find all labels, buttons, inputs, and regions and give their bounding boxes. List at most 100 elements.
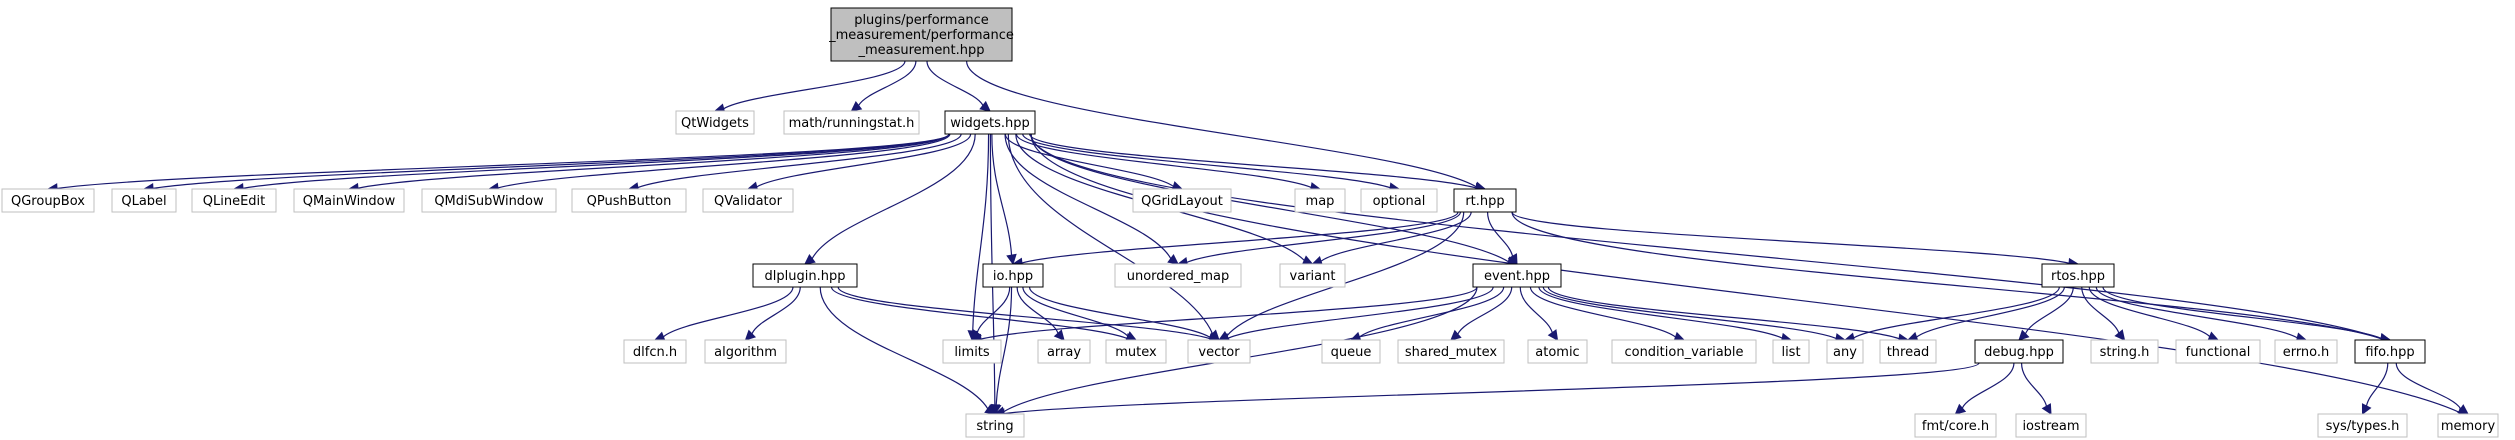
node-label: QLineEdit (203, 194, 266, 209)
node-box (2274, 339, 2338, 364)
arrowhead (804, 254, 816, 265)
edge-line (1511, 211, 2070, 264)
edge-line (1961, 362, 2015, 409)
node-box (2354, 339, 2426, 364)
arrowhead (2361, 403, 2372, 416)
node-box (965, 413, 1025, 438)
node-qpushbutton: QPushButton (571, 188, 687, 213)
node-qmainwindow: QMainWindow (293, 188, 405, 213)
edge-debug-to-iostream (2020, 362, 2052, 415)
edge-line (242, 133, 950, 189)
node-atomic: atomic (1527, 339, 1588, 364)
edge-line (1030, 133, 2382, 340)
edge-widgets-to-limits (967, 133, 990, 342)
node-box (1974, 339, 2064, 364)
node-label: iostream (2022, 419, 2079, 434)
edge-rtos-to-string-h (2081, 286, 2126, 341)
node-box (1453, 188, 1517, 213)
node-condition-variable: condition_variable (1611, 339, 1757, 364)
node-dlplugin[interactable]: dlplugin.hpp (752, 263, 858, 288)
edge-line (1227, 286, 1494, 339)
edge-line (980, 286, 1478, 340)
node-box (675, 110, 755, 135)
edge-event-to-shared-mutex (1450, 286, 1513, 341)
node-qlineedit: QLineEdit (191, 188, 277, 213)
node-label: dlfcn.h (633, 345, 677, 360)
node-variant: variant (1279, 263, 1346, 288)
edge-line (663, 286, 794, 338)
node-array: array (1037, 339, 1091, 364)
node-rtos[interactable]: rtos.hpp (2041, 263, 2115, 288)
node-box (571, 188, 687, 213)
node-box (783, 110, 920, 135)
edge-line (1186, 211, 1462, 263)
node-box (2437, 413, 2499, 438)
edge-rtos-to-thread (1906, 286, 2065, 342)
edge-line (1015, 133, 1312, 188)
edge-event-to-any (1542, 286, 1847, 344)
edge-root-to-widgets (926, 60, 991, 112)
node-label: fmt/core.h (1922, 419, 1989, 434)
node-label: dlplugin.hpp (765, 269, 846, 284)
node-box (1187, 339, 1251, 364)
edge-line (972, 133, 990, 332)
node-label: queue (1331, 345, 1372, 360)
node-label: any (1833, 345, 1857, 360)
edge-widgets-to-vector (1007, 133, 1220, 341)
node-box (2090, 339, 2159, 364)
node-qtwidgets: QtWidgets (675, 110, 755, 135)
arrowhead (2457, 404, 2469, 415)
node-box (1294, 188, 1346, 213)
node-box (982, 263, 1044, 288)
node-label: QGroupBox (11, 194, 85, 209)
node-algorithm: algorithm (704, 339, 787, 364)
node-box (2041, 263, 2115, 288)
edge-event-to-list (1538, 286, 1793, 344)
arrowhead (1450, 329, 1462, 341)
edge-line (1022, 286, 1129, 337)
node-shared-mutex: shared_mutex (1397, 339, 1505, 364)
node-box (1279, 263, 1346, 288)
node-box (111, 188, 177, 213)
edge-line (2102, 286, 2382, 339)
node-label: rt.hpp (1465, 194, 1504, 209)
node-widgets[interactable]: widgets.hpp (944, 110, 1036, 135)
node-qmdisubwindow: QMdiSubWindow (421, 188, 557, 213)
node-memory: memory (2437, 413, 2499, 438)
edge-dlplugin-to-mutex (830, 286, 1138, 344)
edge-line (1853, 286, 2060, 339)
edge-fifo-to-systypes (2361, 362, 2389, 416)
node-systypes: sys/types.h (2317, 413, 2408, 438)
node-debug[interactable]: debug.hpp (1974, 339, 2064, 364)
node-label: sys/types.h (2326, 419, 2400, 434)
edge-line (1529, 286, 1676, 338)
node-thread: thread (1879, 339, 1937, 364)
node-functional: functional (2175, 339, 2261, 364)
node-fifo[interactable]: fifo.hpp (2354, 339, 2426, 364)
node-box (944, 110, 1036, 135)
edge-line (926, 60, 984, 106)
node-queue: queue (1321, 339, 1381, 364)
edge-widgets-to-optional (1022, 133, 1401, 193)
edge-line (497, 133, 951, 189)
node-event[interactable]: event.hpp (1472, 263, 1562, 288)
node-rt[interactable]: rt.hpp (1453, 188, 1517, 213)
node-box (2015, 413, 2087, 438)
edge-line (357, 133, 950, 189)
arrowhead (1954, 403, 1967, 415)
node-box (191, 188, 277, 213)
edge-line (991, 133, 1013, 256)
arrowhead (984, 404, 996, 415)
node-limits: limits (942, 339, 1002, 364)
edge-line (1457, 286, 1513, 335)
node-io[interactable]: io.hpp (982, 263, 1044, 288)
edge-line (751, 286, 801, 335)
node-map: map (1294, 188, 1346, 213)
edge-dlplugin-to-algorithm (744, 286, 801, 341)
node-box (702, 188, 794, 213)
edge-line (1003, 286, 1478, 413)
node-box (1772, 339, 1810, 364)
node-box (1879, 339, 1937, 364)
node-root[interactable]: plugins/performance_measurement/performa… (828, 7, 1014, 62)
